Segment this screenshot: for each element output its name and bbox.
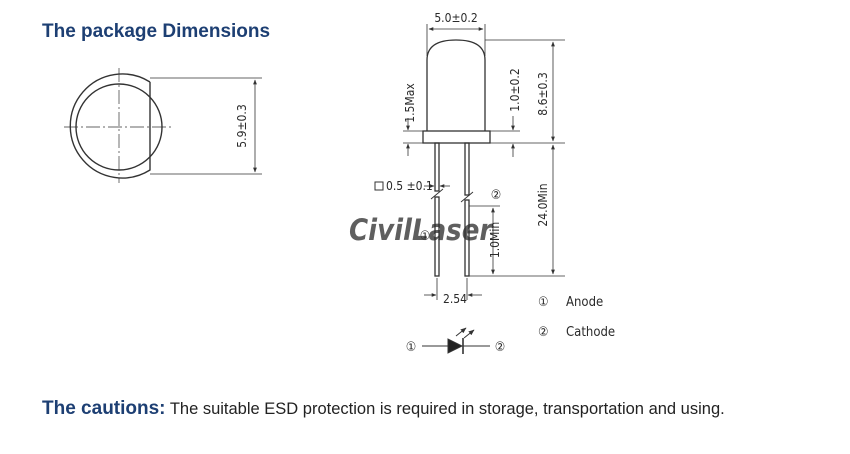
flange-thickness-dimension xyxy=(403,118,423,156)
led-schematic-symbol xyxy=(422,327,490,354)
flange-thickness-label: 1.5Max xyxy=(403,83,417,123)
legend-cathode-label: Cathode xyxy=(566,325,615,340)
legend-anode-marker: ① xyxy=(538,295,549,310)
legend-cathode-marker: ② xyxy=(538,325,549,340)
flange-outline xyxy=(69,73,151,179)
flange-diameter-label: 5.9±0.3 xyxy=(235,104,249,147)
diode-triangle-icon xyxy=(447,338,464,354)
square-section-icon xyxy=(374,181,384,191)
emission-arrow-icon xyxy=(455,327,467,337)
anode-lead-lower xyxy=(434,196,440,277)
cautions-note: The cautions: The suitable ESD protectio… xyxy=(42,398,725,420)
cathode-lead-upper xyxy=(464,142,470,196)
lead-size-label: 0.5 ±0.1 xyxy=(386,179,433,193)
lead-length-dimension xyxy=(469,144,565,277)
anode-pin-marker: ① xyxy=(420,229,431,244)
symbol-cathode-marker: ② xyxy=(495,340,506,355)
cathode-lead-lower xyxy=(464,199,470,277)
lead-offset-label: 1.0Min xyxy=(488,222,502,258)
lens-gap-dimension xyxy=(490,116,565,157)
lead-spacing-label: 2.54 xyxy=(443,292,467,306)
anode-lead-break xyxy=(430,188,444,200)
cautions-text: The suitable ESD protection is required … xyxy=(169,400,725,418)
body-height-dimension xyxy=(485,39,565,142)
anode-lead-upper xyxy=(434,142,440,192)
led-side-view xyxy=(422,39,491,277)
led-top-view xyxy=(64,68,262,183)
lead-length-label: 24.0Min xyxy=(536,183,550,226)
watermark-logo: CivilLaser xyxy=(349,213,494,247)
top-diameter-label: 5.0±0.2 xyxy=(434,11,477,25)
flange-body xyxy=(422,130,491,144)
body-height-label: 8.6±0.3 xyxy=(536,72,550,115)
lead-spacing-dimension xyxy=(424,278,482,300)
cathode-pin-marker: ② xyxy=(491,188,502,203)
lead-offset-dimension xyxy=(469,205,500,275)
symbol-anode-marker: ① xyxy=(406,340,417,355)
lens-gap-label: 1.0±0.2 xyxy=(508,68,522,111)
cathode-lead-break xyxy=(460,191,474,203)
emission-arrow-icon xyxy=(463,329,475,339)
package-dimensions-heading: The package Dimensions xyxy=(42,21,271,42)
cautions-label: The cautions: xyxy=(42,398,166,419)
lens-body xyxy=(426,39,486,131)
legend-anode-label: Anode xyxy=(566,295,603,310)
